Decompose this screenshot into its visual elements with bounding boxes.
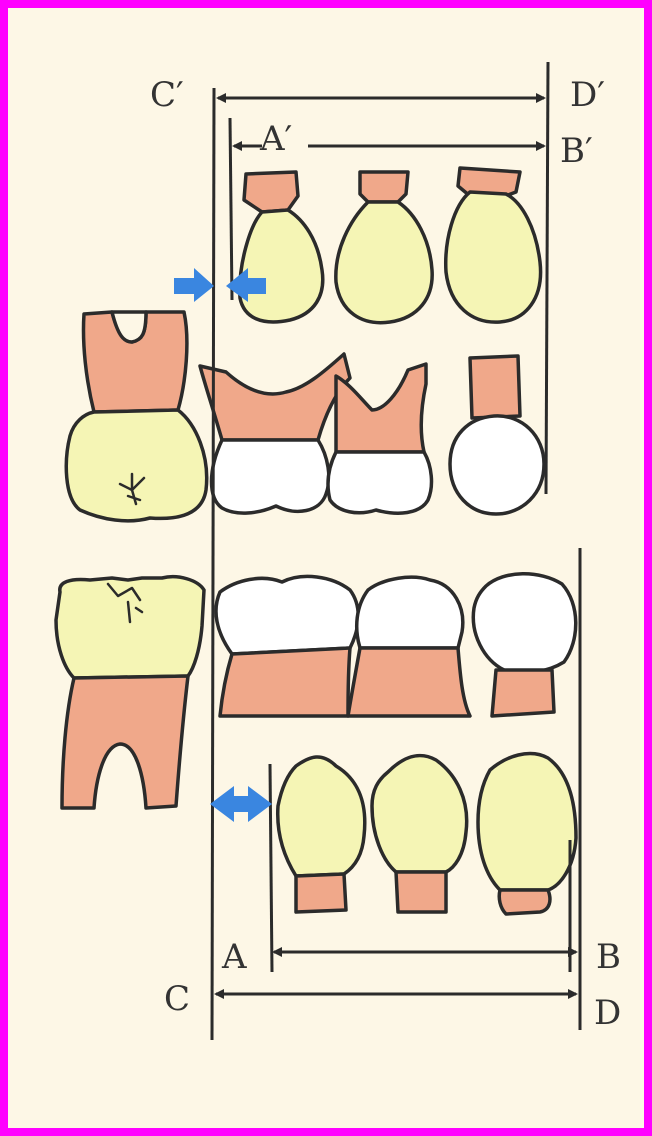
vertical-line-c xyxy=(212,88,214,1040)
label-a-prime: A′ xyxy=(260,122,292,156)
vertical-line-a xyxy=(270,764,272,972)
lower-primary-tooth-1 xyxy=(278,757,365,912)
lower-middle-tooth-2 xyxy=(348,577,470,716)
label-c: C xyxy=(164,982,190,1016)
upper-primary-tooth-1 xyxy=(240,172,323,322)
lower-primary-tooth-3 xyxy=(478,754,576,914)
lower-permanent-molar xyxy=(56,577,204,808)
upper-primary-tooth-2 xyxy=(336,172,432,323)
lower-middle-tooth-3 xyxy=(473,574,575,716)
label-c-prime: C′ xyxy=(150,78,184,112)
label-b-prime: B′ xyxy=(560,134,593,168)
label-d-prime: D′ xyxy=(570,78,605,112)
lower-middle-tooth-1 xyxy=(216,576,358,716)
lower-primary-tooth-2 xyxy=(372,756,467,912)
upper-primary-tooth-3 xyxy=(446,168,541,322)
vertical-line-a-prime xyxy=(230,118,232,300)
vertical-line-d-prime xyxy=(546,62,548,494)
upper-middle-tooth-3 xyxy=(450,356,544,514)
upper-middle-tooth-2 xyxy=(328,364,431,513)
label-b: B xyxy=(596,940,621,974)
lower-space-arrow xyxy=(210,786,272,822)
upper-permanent-molar xyxy=(66,312,206,521)
label-a: A xyxy=(222,940,247,974)
label-d: D xyxy=(594,996,621,1030)
